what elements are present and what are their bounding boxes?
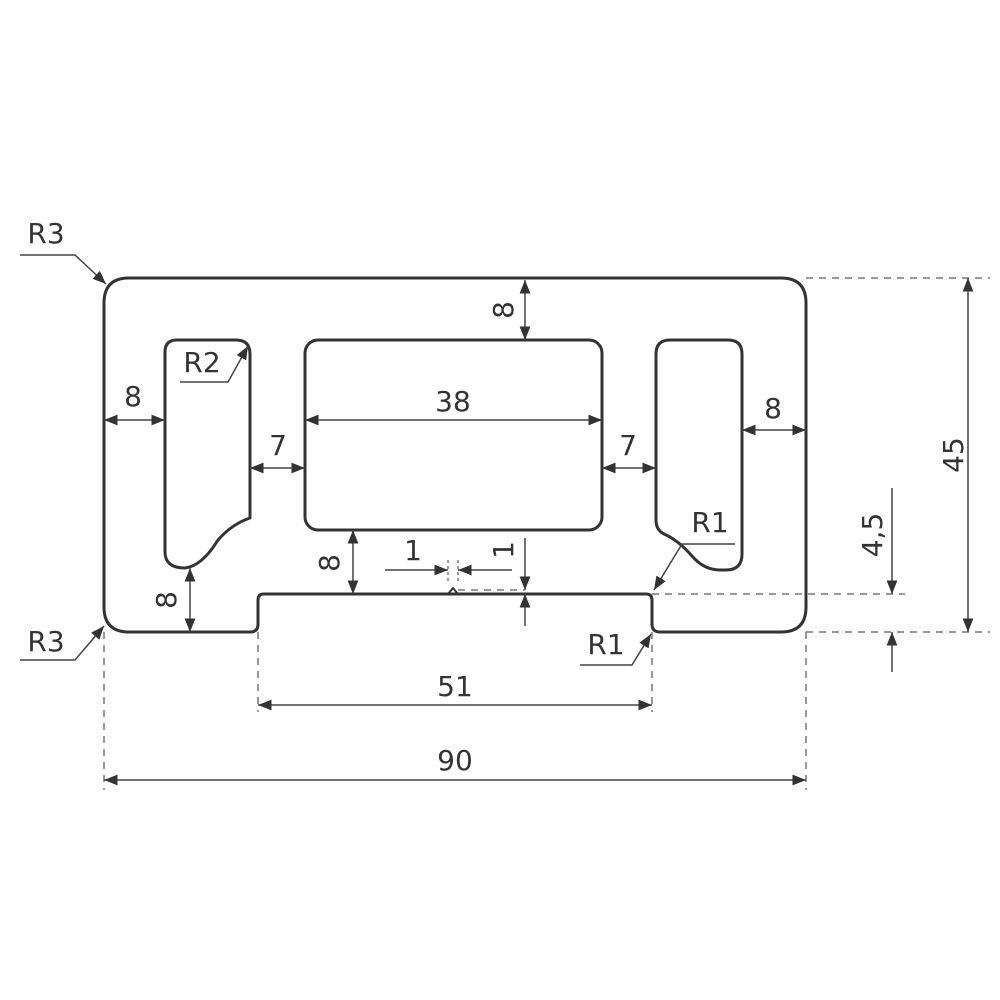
dim-recess-width: 51: [437, 670, 473, 703]
dim-top-wall: 8: [487, 301, 520, 319]
outer-profile: [102, 276, 808, 634]
dim-left-web: 7: [269, 429, 287, 462]
left-slot: [163, 338, 252, 570]
right-slot: [654, 338, 744, 572]
dim-center-bottom-wall: 8: [313, 554, 346, 572]
dimension-lines: [104, 278, 974, 786]
dim-groove-width: 1: [404, 534, 422, 567]
radius-right-slot: R1: [691, 506, 728, 539]
dim-right-web: 7: [619, 429, 637, 462]
radius-step: R1: [587, 628, 624, 661]
dim-bottom-left-wall: 8: [150, 591, 183, 609]
dim-overall-height: 45: [937, 437, 970, 473]
radius-bottom-left: R3: [27, 625, 64, 658]
dim-overall-width: 90: [437, 744, 473, 777]
radius-left-slot: R2: [183, 346, 220, 379]
radius-top-left: R3: [27, 217, 64, 250]
dim-right-wall: 8: [764, 392, 782, 425]
dim-step-height: 4,5: [856, 513, 889, 558]
radius-leaders: [20, 254, 735, 666]
dim-groove-depth: 1: [487, 541, 520, 559]
groove-notch: [447, 587, 459, 595]
dim-center-slot-width: 38: [435, 385, 471, 418]
dim-left-wall: 8: [124, 380, 142, 413]
center-slot: [303, 338, 604, 532]
